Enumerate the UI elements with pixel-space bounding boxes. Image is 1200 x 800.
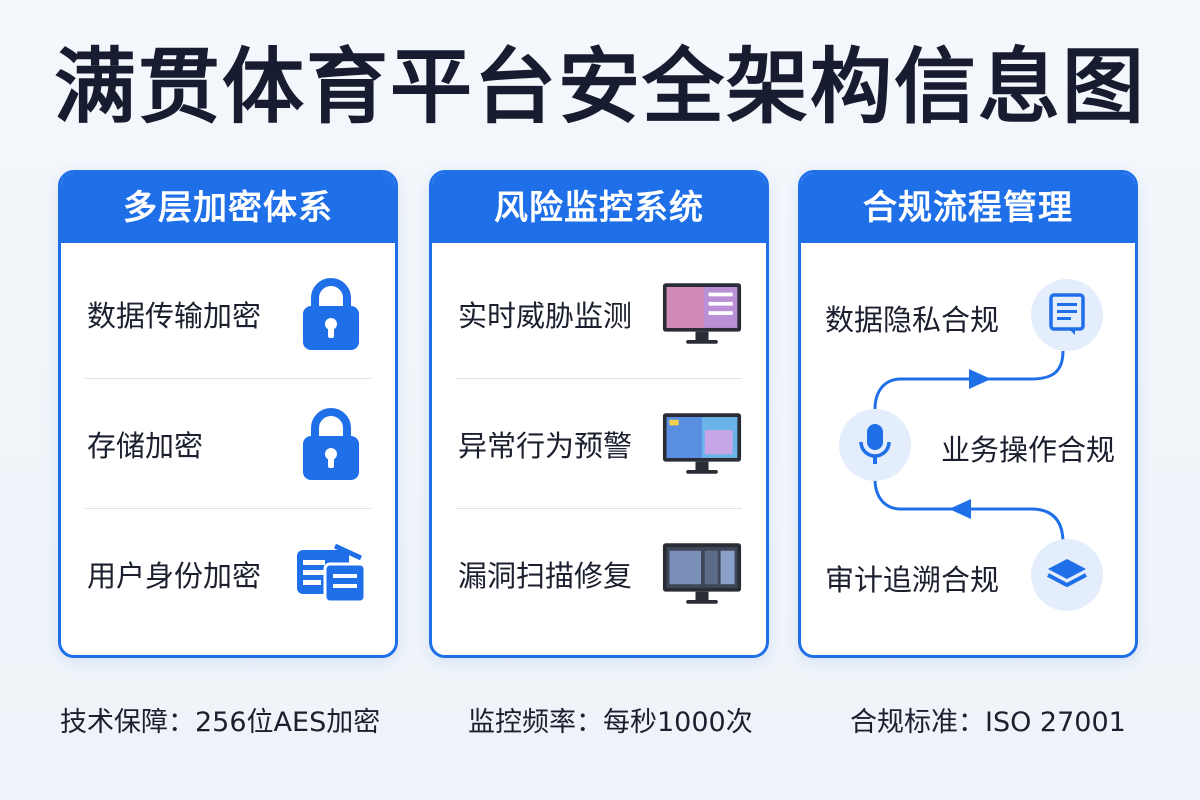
microphone-icon bbox=[839, 409, 911, 481]
item-label: 数据传输加密 bbox=[87, 298, 262, 333]
item-label: 异常行为预警 bbox=[458, 428, 633, 463]
page-title: 满贯体育平台安全架构信息图 bbox=[53, 40, 1146, 135]
list-item: 存储加密 bbox=[85, 379, 371, 509]
monitoring-card-header: 风险监控系统 bbox=[432, 173, 766, 243]
lock-icon bbox=[291, 404, 371, 484]
encryption-card-header: 多层加密体系 bbox=[61, 173, 395, 243]
id-card-icon bbox=[291, 534, 371, 614]
item-label: 漏洞扫描修复 bbox=[458, 559, 633, 593]
item-label: 业务操作合规 bbox=[941, 433, 1116, 467]
item-label: 数据隐私合规 bbox=[825, 303, 1000, 337]
list-item: 异常行为预警 bbox=[456, 379, 742, 509]
footer-standard: 合规标准：ISO 27001 bbox=[850, 707, 1126, 738]
layers-icon bbox=[1031, 539, 1103, 611]
compliance-card: 合规流程管理 数据隐私合规 业务操作合规 审计追溯合规 bbox=[798, 170, 1138, 658]
item-label: 审计追溯合规 bbox=[825, 563, 1000, 597]
item-label: 用户身份加密 bbox=[87, 559, 262, 593]
item-label: 存储加密 bbox=[87, 428, 204, 463]
monitor-icon bbox=[662, 534, 742, 614]
list-item: 数据传输加密 bbox=[85, 249, 371, 379]
monitor-icon bbox=[662, 274, 742, 354]
list-item: 用户身份加密 bbox=[85, 509, 371, 639]
monitor-icon bbox=[662, 404, 742, 484]
footer-monitor: 监控频率：每秒1000次 bbox=[468, 707, 753, 738]
list-item: 实时威胁监测 bbox=[456, 249, 742, 379]
compliance-card-header: 合规流程管理 bbox=[801, 173, 1135, 243]
lock-icon bbox=[291, 274, 371, 354]
list-item: 漏洞扫描修复 bbox=[456, 509, 742, 639]
monitoring-card: 风险监控系统 实时威胁监测 异常行为预警 bbox=[429, 170, 769, 658]
encryption-card: 多层加密体系 数据传输加密 存储加密 用户身份加密 bbox=[58, 170, 398, 658]
item-label: 实时威胁监测 bbox=[458, 298, 633, 333]
document-icon bbox=[1031, 279, 1103, 351]
footer-tech: 技术保障：256位AES加密 bbox=[60, 707, 381, 738]
